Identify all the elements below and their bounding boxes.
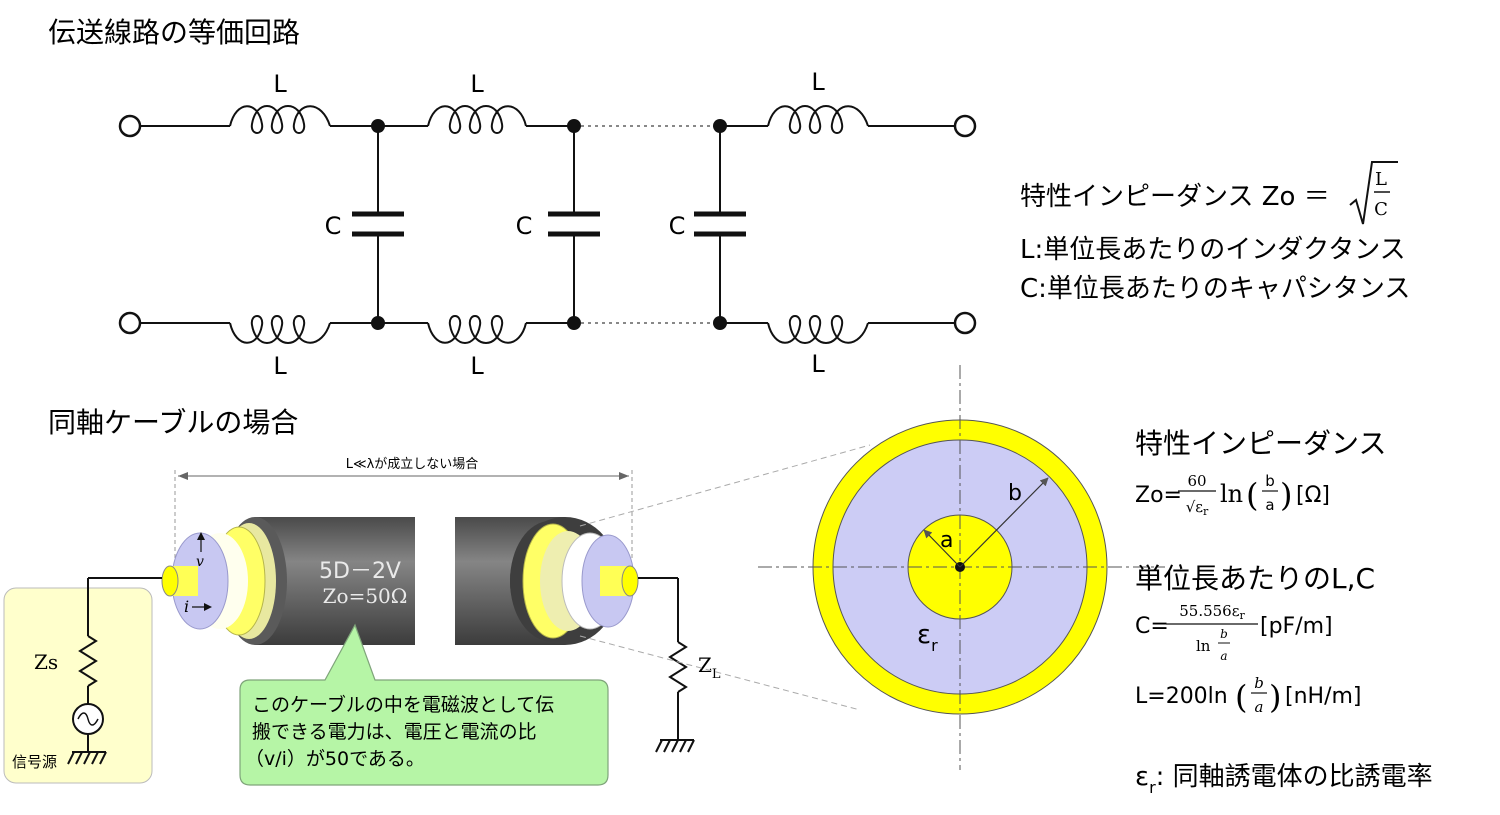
terminal-top-right: [953, 114, 977, 138]
inductor-bottom-3: [767, 315, 869, 344]
callout-bubble: このケーブルの中を電磁波として伝 搬できる電力は、電圧と電流の比 （v/i）が5…: [239, 623, 609, 786]
source-label: 信号源: [12, 753, 57, 771]
formula-bottom: 特性インピーダンス Zo= 60 √εr ln ( b a ) [Ω] 単位長あ…: [1135, 427, 1433, 797]
lc-title: 単位長あたりのL,C: [1135, 562, 1375, 595]
formula-top: 特性インピーダンス Zo ＝ L C L:単位長あたりのインダクタンス C:単位…: [1020, 161, 1410, 304]
inductor-bottom-2: [427, 315, 527, 344]
label-l-bottom-3: L: [811, 350, 825, 378]
label-l-top-3: L: [811, 68, 825, 96]
svg-text:ln: ln: [1196, 637, 1211, 655]
svg-text:): ): [1269, 678, 1281, 716]
circuit-title: 伝送線路の等価回路: [48, 16, 300, 49]
label-c-3: C: [669, 212, 686, 240]
svg-text:ln: ln: [1220, 480, 1243, 508]
inductor-top-3: [767, 105, 869, 134]
svg-text:b: b: [1220, 627, 1228, 641]
svg-text:C=: C=: [1135, 614, 1169, 639]
projection-lines: [579, 444, 871, 711]
capacitor-1: [352, 126, 404, 323]
vi-indicators: v i: [184, 532, 212, 616]
svg-text:v: v: [196, 554, 204, 570]
label-a: a: [940, 528, 953, 553]
label-eps-r: εr: [917, 620, 938, 655]
svg-text:L=200ln: L=200ln: [1135, 684, 1228, 709]
cable-name: 5D－2V: [319, 559, 401, 584]
capacitor-3: [694, 126, 746, 323]
length-label: L≪λが成立しない場合: [346, 457, 479, 472]
formula-l-def: L:単位長あたりのインダクタンス: [1020, 235, 1406, 265]
svg-text:[nH/m]: [nH/m]: [1285, 684, 1362, 709]
callout-text-3: （v/i）が50である。: [245, 748, 425, 770]
svg-text:): ): [1280, 476, 1292, 514]
coax-cross-section: a b εr: [758, 365, 1165, 770]
label-l-top-1: L: [273, 70, 287, 98]
cable-impedance: Zo=50Ω: [323, 584, 408, 608]
svg-text:(: (: [1235, 678, 1247, 716]
load-label: ZL: [698, 653, 721, 682]
terminal-top-left: [118, 114, 142, 138]
svg-text:(: (: [1246, 476, 1258, 514]
equivalent-circuit: [140, 105, 955, 344]
coax-title: 同軸ケーブルの場合: [48, 406, 298, 439]
callout-text-2: 搬できる電力は、電圧と電流の比: [252, 721, 537, 743]
svg-text:Zo=: Zo=: [1135, 483, 1182, 508]
sqrt-sign: [1349, 161, 1398, 225]
svg-text:a: a: [1265, 496, 1274, 514]
formula-zo-label: 特性インピーダンス Zo ＝: [1020, 182, 1330, 212]
label-c-1: C: [325, 212, 342, 240]
svg-text:L: L: [1375, 169, 1387, 190]
svg-text:[pF/m]: [pF/m]: [1260, 614, 1333, 639]
formula-c-def: C:単位長あたりのキャパシタンス: [1020, 274, 1410, 304]
terminals: [118, 114, 977, 335]
zo-title: 特性インピーダンス: [1135, 427, 1386, 460]
svg-text:C: C: [1374, 199, 1388, 220]
source-impedance-label: Zs: [34, 650, 58, 674]
label-c-2: C: [516, 212, 533, 240]
svg-text:a: a: [1220, 649, 1227, 663]
callout-text-1: このケーブルの中を電磁波として伝: [252, 693, 554, 716]
label-l-bottom-2: L: [470, 352, 484, 380]
svg-text:[Ω]: [Ω]: [1296, 483, 1330, 508]
signal-source-box: [3, 587, 153, 784]
svg-text:a: a: [1255, 698, 1264, 716]
load-circuit: [638, 577, 695, 753]
label-l-top-2: L: [470, 70, 484, 98]
coax-cable: 5D－2V Zo=50Ω: [161, 517, 639, 645]
svg-text:b: b: [1265, 472, 1275, 490]
length-dimension: L≪λが成立しない場合: [174, 457, 633, 560]
inductor-top-1: [229, 105, 331, 134]
capacitor-2: [548, 126, 600, 323]
label-b: b: [1008, 481, 1022, 506]
terminal-bottom-left: [118, 311, 142, 335]
svg-text:i: i: [184, 597, 189, 616]
source-circuit: [67, 577, 162, 765]
label-l-bottom-1: L: [273, 352, 287, 380]
svg-text:b: b: [1254, 674, 1264, 692]
svg-text:60: 60: [1187, 472, 1206, 490]
inductor-bottom-1: [229, 315, 331, 344]
junction-nodes: [371, 119, 727, 330]
svg-text:55.556εr: 55.556εr: [1179, 602, 1245, 622]
inductor-top-2: [427, 105, 527, 134]
svg-text:√εr: √εr: [1186, 498, 1209, 518]
svg-text:εr: 同軸誘電体の比誘電率: εr: 同軸誘電体の比誘電率: [1135, 762, 1433, 797]
terminal-bottom-right: [953, 311, 977, 335]
